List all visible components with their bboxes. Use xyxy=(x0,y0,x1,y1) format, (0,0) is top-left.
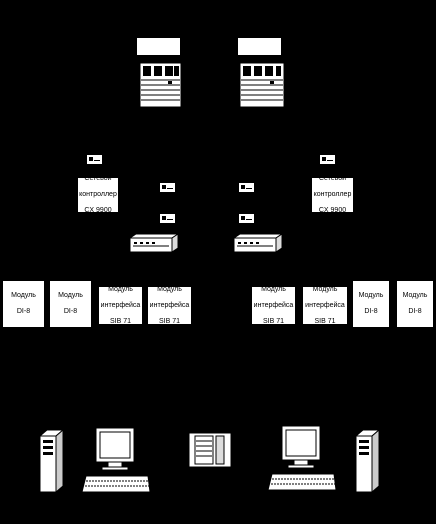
module-left-4: Модуль интерфейса SIB 71 xyxy=(147,286,192,325)
module-right-1-line1: Модуль xyxy=(261,285,286,293)
module-right-1-line3: SIB 71 xyxy=(262,317,284,325)
module-right-1: Модуль интерфейса SIB 71 xyxy=(251,286,296,325)
network-controller-right: Сетевой контроллер CX 9900 xyxy=(311,175,354,214)
connector-tag-right-mid xyxy=(239,183,254,192)
module-right-3: Модуль DI-8 xyxy=(352,280,390,328)
panel-header-right xyxy=(238,38,281,55)
module-right-3-line1: Модуль xyxy=(358,292,384,299)
module-left-2-line2: DI-8 xyxy=(63,308,78,315)
control-panel-right-icon xyxy=(239,62,285,108)
module-left-2: Модуль DI-8 xyxy=(49,280,92,328)
connector-tag-right-low xyxy=(239,214,254,223)
control-panel-left-icon xyxy=(139,62,182,108)
module-right-4: Модуль DI-8 xyxy=(396,280,434,328)
module-left-4-line1: Модуль xyxy=(157,285,182,293)
connector-tag-left-mid xyxy=(160,183,175,192)
panel-header-left xyxy=(137,38,180,55)
module-left-3: Модуль интерфейса SIB 71 xyxy=(98,286,143,325)
controller-right-line2: контроллер xyxy=(313,191,352,198)
module-left-4-line3: SIB 71 xyxy=(158,317,180,325)
tower-computer-left-icon xyxy=(38,428,65,494)
module-right-4-line1: Модуль xyxy=(402,292,428,299)
module-right-2-line3: SIB 71 xyxy=(314,317,336,325)
server-center-icon xyxy=(188,432,232,468)
controller-left-line2: контроллер xyxy=(79,191,117,198)
module-right-2-line2: интерфейса xyxy=(305,301,345,309)
module-right-2-line1: Модуль xyxy=(312,285,338,293)
controller-left-line3: CX 9900 xyxy=(84,207,112,214)
network-switch-left-icon xyxy=(128,233,180,253)
connector-tag-left-low xyxy=(160,214,175,223)
module-right-2: Модуль интерфейса SIB 71 xyxy=(302,286,348,325)
module-right-4-line2: DI-8 xyxy=(408,308,422,315)
module-left-1-line1: Модуль xyxy=(11,292,36,299)
controller-left-line1: Сетевой xyxy=(84,175,112,182)
module-right-1-line2: интерфейса xyxy=(253,301,294,309)
module-left-1-line2: DI-8 xyxy=(16,308,31,315)
connector-tag-left-top xyxy=(87,155,102,164)
workstation-right-icon xyxy=(267,425,337,491)
module-left-2-line1: Модуль xyxy=(58,292,83,299)
connector-tag-right-top xyxy=(320,155,335,164)
controller-right-line3: CX 9900 xyxy=(318,207,347,214)
network-controller-left: Сетевой контроллер CX 9900 xyxy=(77,175,119,214)
module-left-3-line2: интерфейса xyxy=(100,301,141,309)
tower-computer-right-icon xyxy=(354,428,381,494)
workstation-left-icon xyxy=(81,427,151,493)
module-right-3-line2: DI-8 xyxy=(364,308,378,315)
module-left-3-line3: SIB 71 xyxy=(109,317,131,325)
network-switch-right-icon xyxy=(232,233,284,253)
module-left-1: Модуль DI-8 xyxy=(2,280,45,328)
module-left-4-line2: интерфейса xyxy=(149,301,190,309)
controller-right-line1: Сетевой xyxy=(318,175,347,182)
module-left-3-line1: Модуль xyxy=(108,285,133,293)
